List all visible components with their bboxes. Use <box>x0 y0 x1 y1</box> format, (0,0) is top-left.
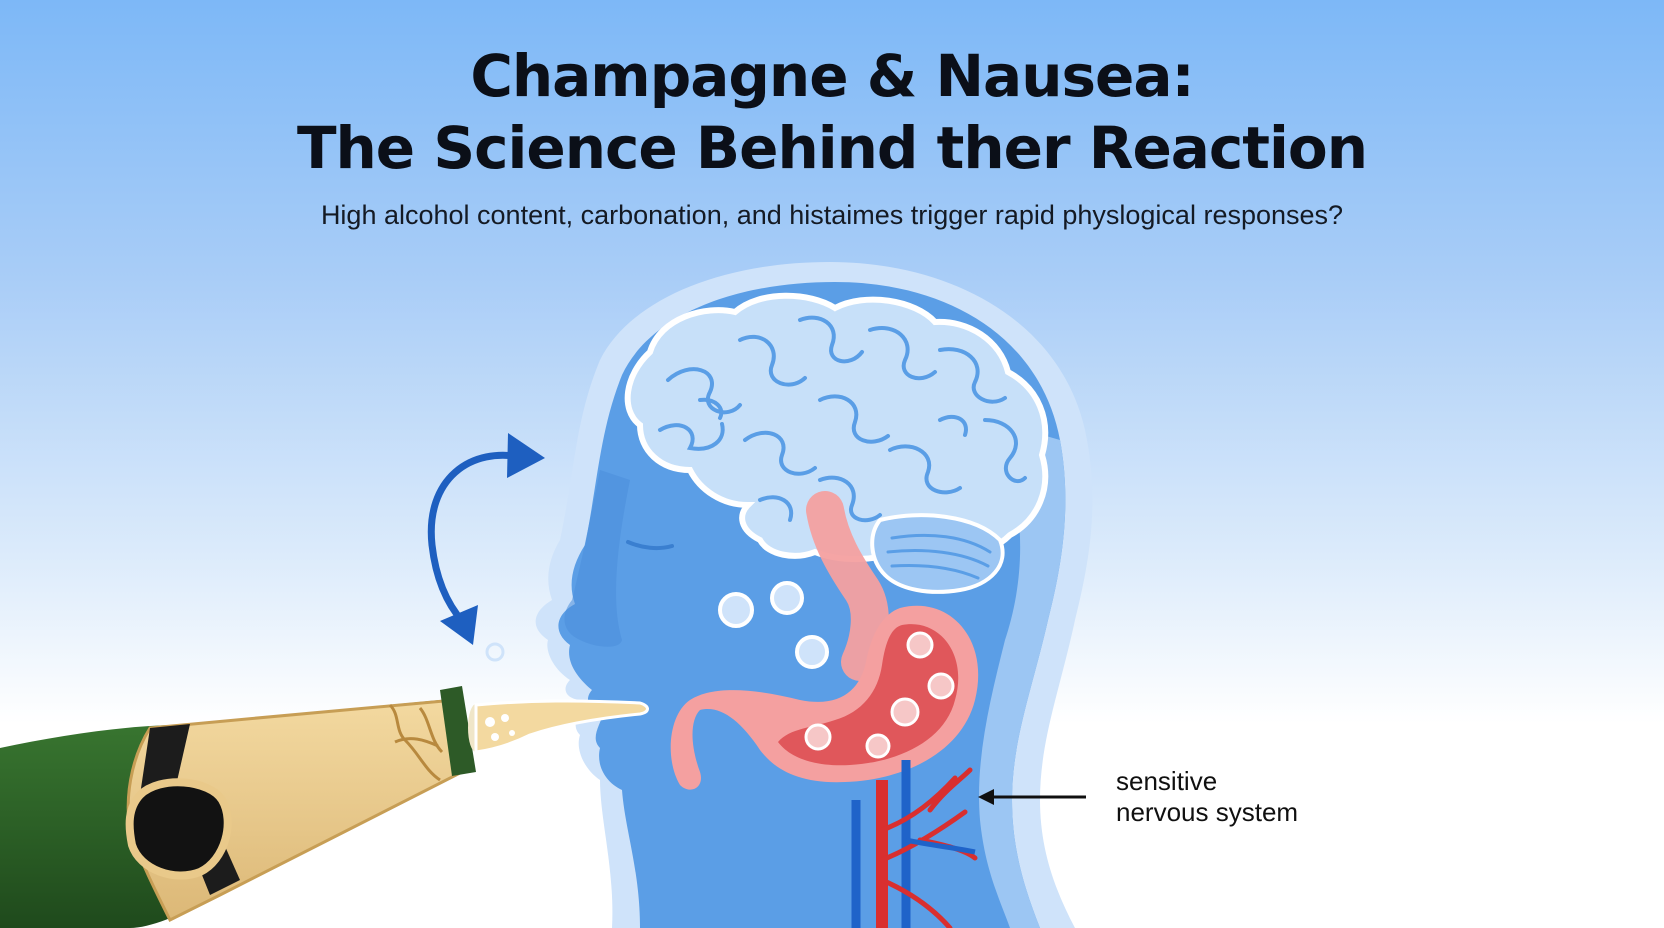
vein-branch <box>905 837 976 855</box>
page-title-line-1: Champagne & Nausea: <box>470 42 1194 110</box>
stomach-bubbles <box>804 631 955 759</box>
champagne-spray <box>474 699 649 754</box>
bottle-label <box>125 778 232 880</box>
title-block: Champagne & Nausea: The Science Behind t… <box>0 40 1664 232</box>
page-subtitle: High alcohol content, carbonation, and h… <box>320 200 1344 230</box>
left-arrow-icon <box>978 789 1086 805</box>
stomach <box>670 605 979 790</box>
head-inner-shade <box>979 420 1066 928</box>
nervous-system-callout: sensitive nervous system <box>1116 766 1356 828</box>
foil-band-1 <box>140 724 190 795</box>
brain-folds <box>658 315 1027 523</box>
callout-line-2: nervous system <box>1116 797 1299 827</box>
bottle-cage <box>388 703 444 782</box>
callout-line-1: sensitive <box>1116 766 1218 796</box>
rising-bubble <box>485 642 505 662</box>
bottle-lip <box>440 686 476 776</box>
spray-bubbles <box>485 714 515 741</box>
curved-double-arrow-icon <box>427 433 545 645</box>
esophagus <box>806 491 889 681</box>
brain <box>624 292 1049 594</box>
page-title-line-2: The Science Behind ther Reaction <box>296 114 1368 182</box>
face-shade <box>564 470 630 647</box>
eye <box>626 540 674 551</box>
cerebellum <box>870 513 1005 594</box>
neck-vessels <box>851 760 978 928</box>
champagne-bottle <box>0 686 649 928</box>
head-bubbles <box>718 581 829 669</box>
